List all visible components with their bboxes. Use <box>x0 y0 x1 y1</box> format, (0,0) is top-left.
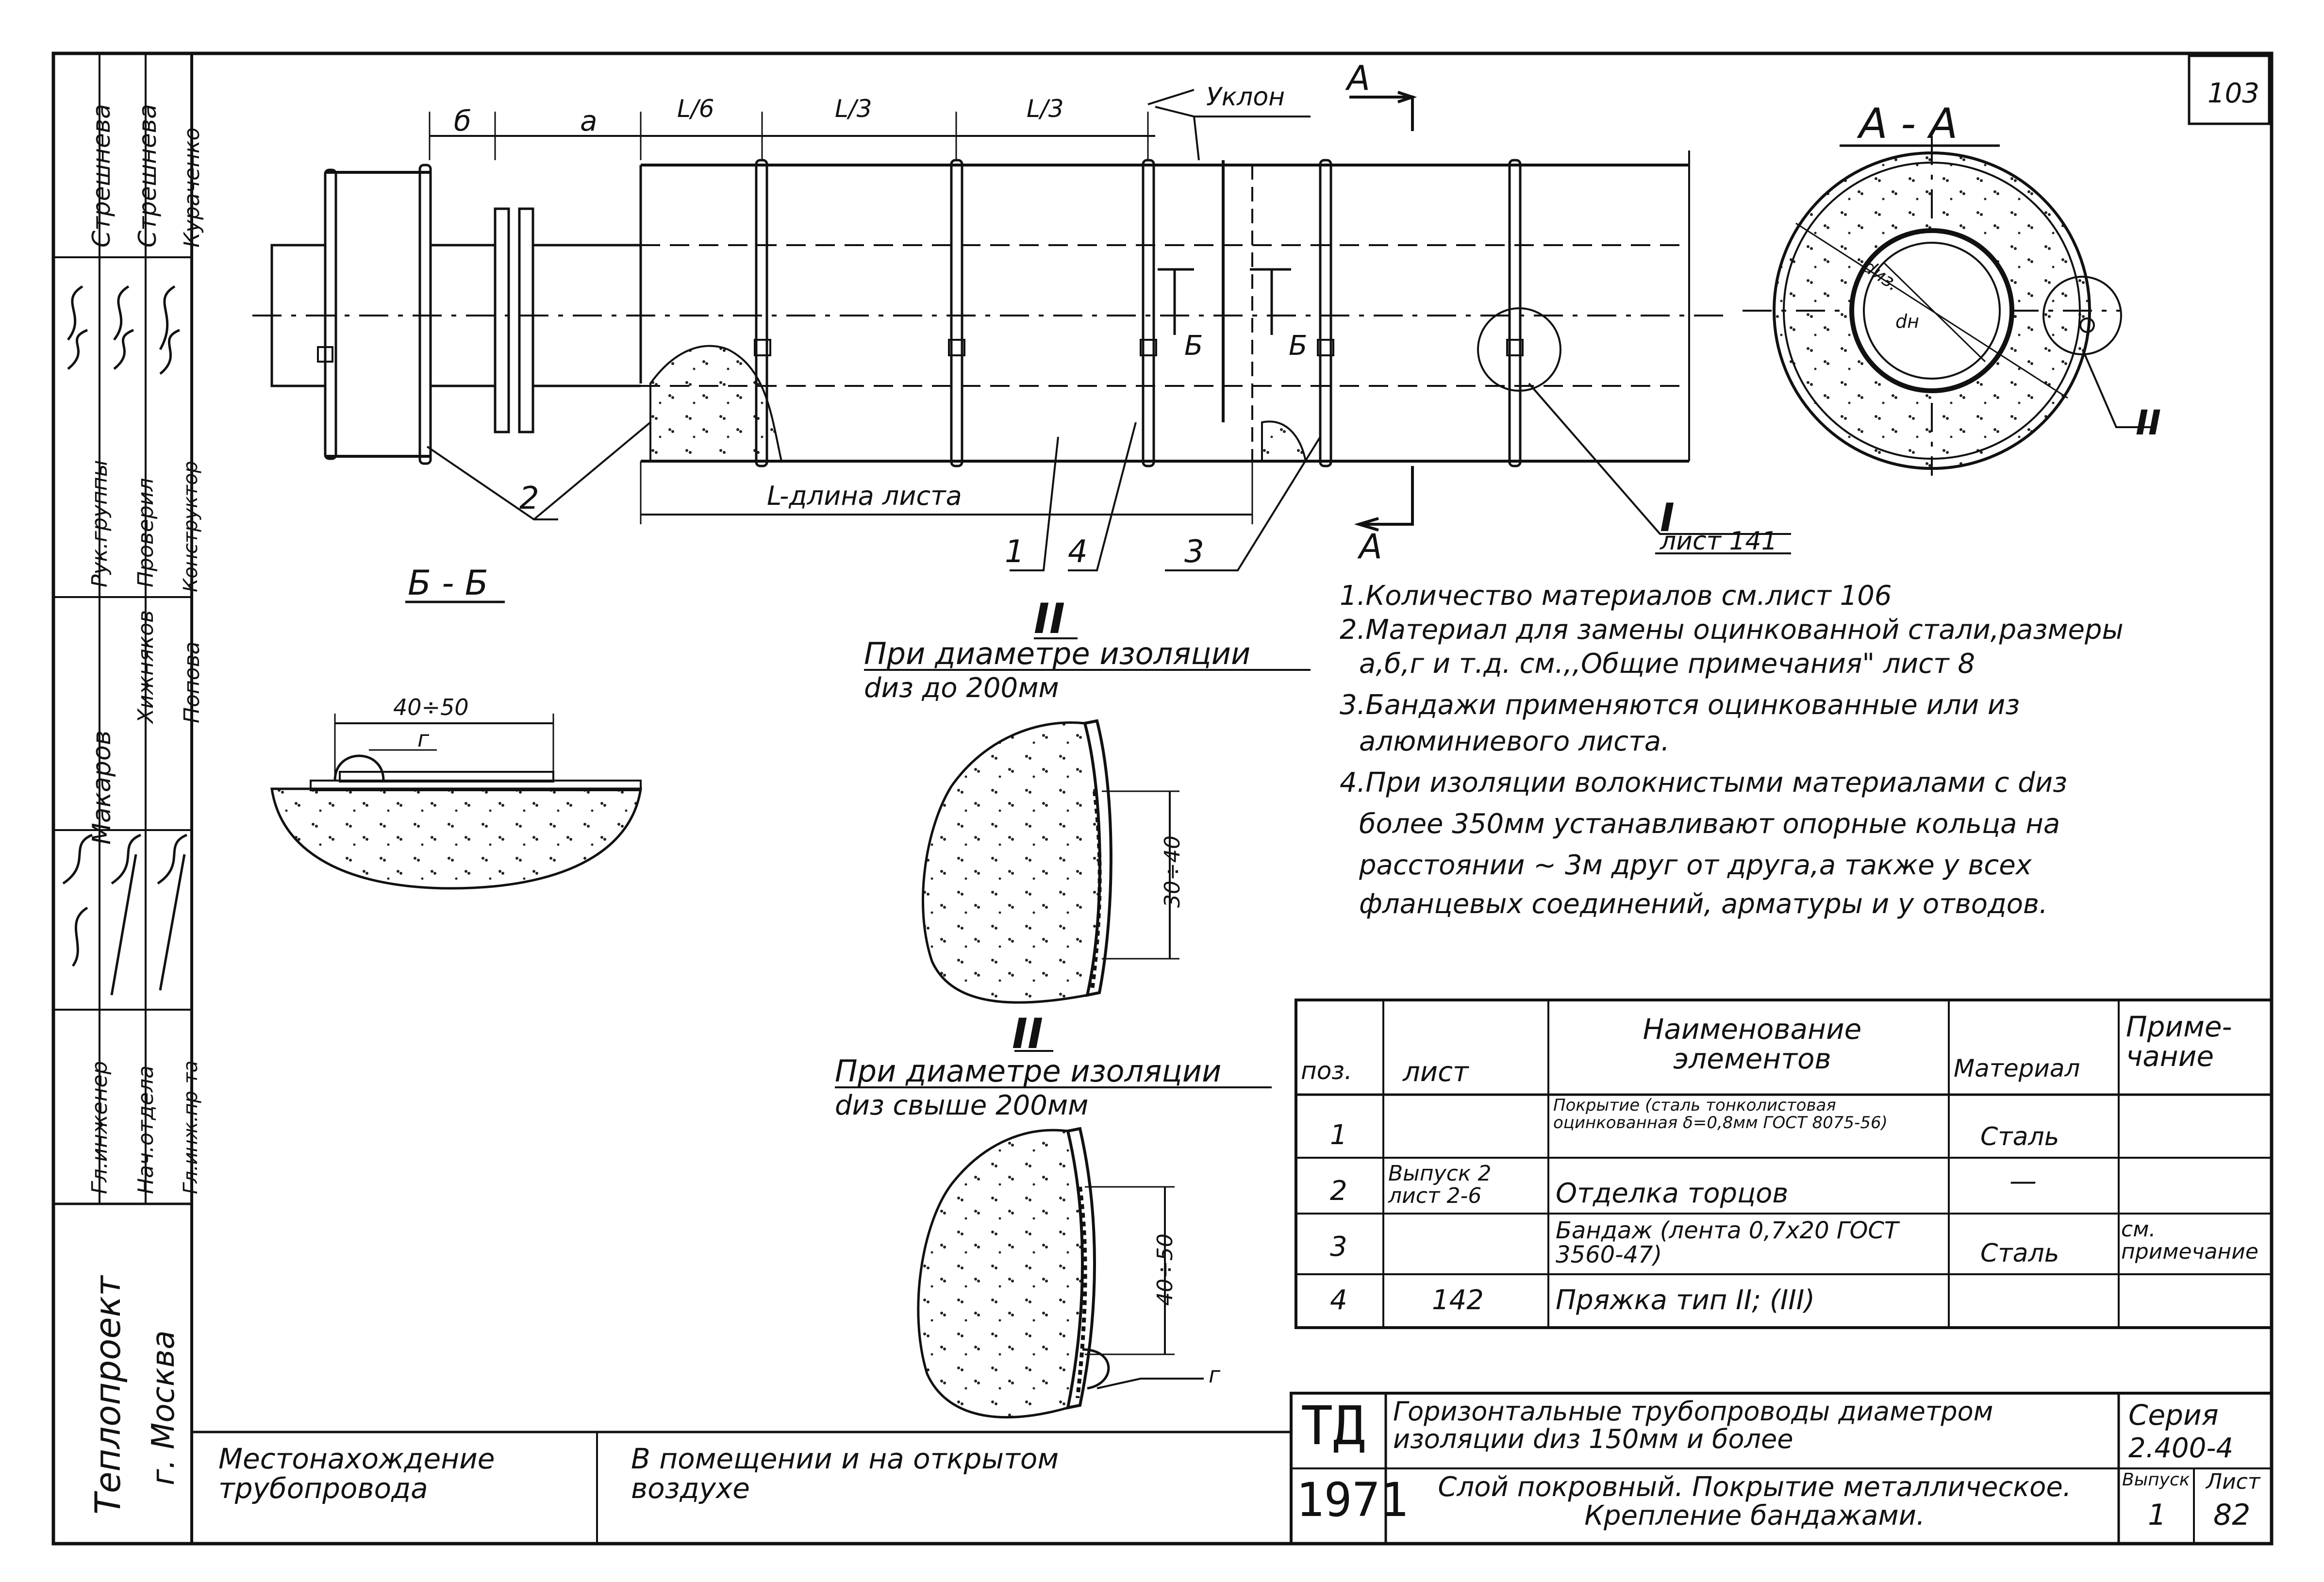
detail-ii-upper-caption-2: dиз до 200мм <box>864 672 1059 704</box>
note-line: 1.Количество материалов см.лист 106 <box>1340 580 1892 612</box>
detail-ii-upper-dim: 30÷40 <box>1160 835 1185 908</box>
section-a-top: А <box>1347 58 1370 98</box>
issue-value: 1 <box>2148 1498 2167 1532</box>
title-line-2: Слой покровный. Покрытие металлическое. … <box>1438 1471 2072 1532</box>
stamp-org: Теплопроект <box>87 1276 128 1515</box>
note-line: расстоянии ~ 3м друг от друга,а также у … <box>1359 849 2032 881</box>
detail-ii-lower-caption-1: При диаметре изоляции <box>835 1053 1222 1089</box>
callout-2: 2 <box>519 481 539 516</box>
title-year: 1971 <box>1296 1473 1409 1527</box>
detail-ii-lower-num: II <box>1012 1010 1043 1058</box>
detail-ii-lower <box>835 1050 1272 1419</box>
spec-header-note: Приме-чание <box>2126 1010 2232 1073</box>
section-b-left: Б <box>1184 330 1203 362</box>
detail-ii-upper <box>864 637 1311 1004</box>
stamp-city: г. Москва <box>146 1330 182 1485</box>
stamp-role-designer: Конструктор <box>180 461 202 592</box>
section-bb-dim: 40÷50 <box>393 694 469 720</box>
dim-l6: L/6 <box>677 95 714 123</box>
stamp-name-kurachenko: Кураченко <box>180 127 204 248</box>
spec-row-3-material: Сталь <box>1980 1239 2059 1268</box>
note-line: 2.Материал для замены оцинкованной стали… <box>1340 614 2124 646</box>
spec-table-grid <box>1295 999 2273 1329</box>
stamp-column-3: Гл.инж.пр-та Попова Конструктор Кураченк… <box>146 53 204 1204</box>
series-value: 2.400-4 <box>2128 1432 2234 1464</box>
section-aa-title: А - А <box>1859 100 1958 148</box>
spec-row-3-pos: 3 <box>1330 1231 1347 1263</box>
section-bb-title: Б - Б <box>408 563 488 603</box>
spec-row-4-pos: 4 <box>1330 1284 1347 1316</box>
spec-row-1-name: Покрытие (сталь тонколистовая оцинкованн… <box>1553 1096 1888 1132</box>
note-line: более 350мм устанавливают опорные кольца… <box>1359 808 2060 840</box>
detail-ii-lower-r: г <box>1209 1362 1221 1388</box>
stamp-name-popova: Попова <box>180 641 204 723</box>
spec-row-3-note: см. примечание <box>2121 1217 2258 1265</box>
sheet-value: 82 <box>2213 1498 2251 1532</box>
issue-label: Выпуск <box>2122 1470 2190 1490</box>
stamp-column-1: Гл.инженер Макаров Рук.группы Стрешнева <box>53 53 116 1204</box>
note-line: а,б,г и т.д. см.,,Общие примечания" лист… <box>1359 648 1975 680</box>
signatures <box>62 285 187 996</box>
detail-i-sheet: лист 141 <box>1660 527 1777 556</box>
section-aa-detail: II <box>2136 403 2161 443</box>
section-bb-r: г <box>417 726 430 752</box>
spec-row-1-pos: 1 <box>1330 1119 1347 1151</box>
sheet-label: Лист <box>2206 1469 2260 1494</box>
section-b-right: Б <box>1289 330 1308 362</box>
location-value: В помещении и на открытом воздухе <box>631 1442 1059 1505</box>
spec-row-1-material: Сталь <box>1980 1122 2059 1151</box>
spec-row-2-material: — <box>2009 1166 2037 1197</box>
callout-1: 1 <box>1005 534 1025 570</box>
callout-3: 3 <box>1184 534 1204 570</box>
detail-ii-upper-caption-1: При диаметре изоляции <box>864 636 1251 671</box>
sheet-length-label: L-длина листа <box>767 481 962 511</box>
spec-row-2-pos: 2 <box>1330 1175 1347 1207</box>
title-td: ТД <box>1301 1395 1365 1457</box>
note-line: фланцевых соединений, арматуры и у отвод… <box>1359 888 2048 920</box>
section-a-bottom: А <box>1359 527 1382 566</box>
note-line: 3.Бандажи применяются оцинкованные или и… <box>1340 689 2020 721</box>
callout-4: 4 <box>1068 534 1088 570</box>
slope-label: Уклон <box>1206 83 1285 112</box>
stamp-column-2: Нач.отдела Хижняков Проверил Стрешнева <box>100 53 162 1204</box>
section-aa-dn: dн <box>1895 311 1919 332</box>
section-bb-view <box>270 600 642 890</box>
spec-header-name: Наименование элементов <box>1643 1013 1862 1075</box>
spec-header-pos: поз. <box>1301 1057 1352 1085</box>
detail-ii-lower-dim: 40÷50 <box>1153 1233 1178 1306</box>
location-label: Местонахождение трубопровода <box>218 1442 495 1505</box>
spec-row-4-sheet: 142 <box>1432 1284 1484 1316</box>
spec-row-3-name: Бандаж (лента 0,7х20 ГОСТ 3560-47) <box>1556 1217 1899 1269</box>
title-line-1: Горизонтальные трубопроводы диаметром из… <box>1393 1396 1993 1454</box>
spec-row-2-sheet: Выпуск 2 лист 2-6 <box>1388 1161 1492 1209</box>
title-block-grid <box>190 1392 2273 1545</box>
spec-row-4-name: Пряжка тип II; (III) <box>1556 1284 1815 1316</box>
detail-ii-upper-num: II <box>1034 595 1065 643</box>
detail-ii-lower-caption-2: dиз свыше 200мм <box>835 1090 1089 1121</box>
note-line: алюминиевого листа. <box>1359 726 1670 757</box>
section-aa-view <box>1743 136 2155 476</box>
dim-l3-2: L/3 <box>1027 95 1064 123</box>
detail-i-ref: I <box>1660 495 1675 540</box>
dim-a: а <box>580 104 598 137</box>
spec-row-2-name: Отделка торцов <box>1556 1178 1789 1209</box>
spec-header-sheet: лист <box>1403 1056 1469 1088</box>
dim-b: б <box>454 104 471 137</box>
note-line: 4.При изоляции волокнистыми материалами … <box>1340 767 2067 799</box>
spec-header-material: Материал <box>1954 1054 2080 1082</box>
series-label: Серия <box>2128 1399 2219 1432</box>
stamp-role-chief-project-engineer: Гл.инж.пр-та <box>180 1060 202 1194</box>
dim-l3-1: L/3 <box>835 95 872 123</box>
main-pipe-view <box>252 89 1791 571</box>
sheet-number: 103 <box>2208 78 2259 109</box>
